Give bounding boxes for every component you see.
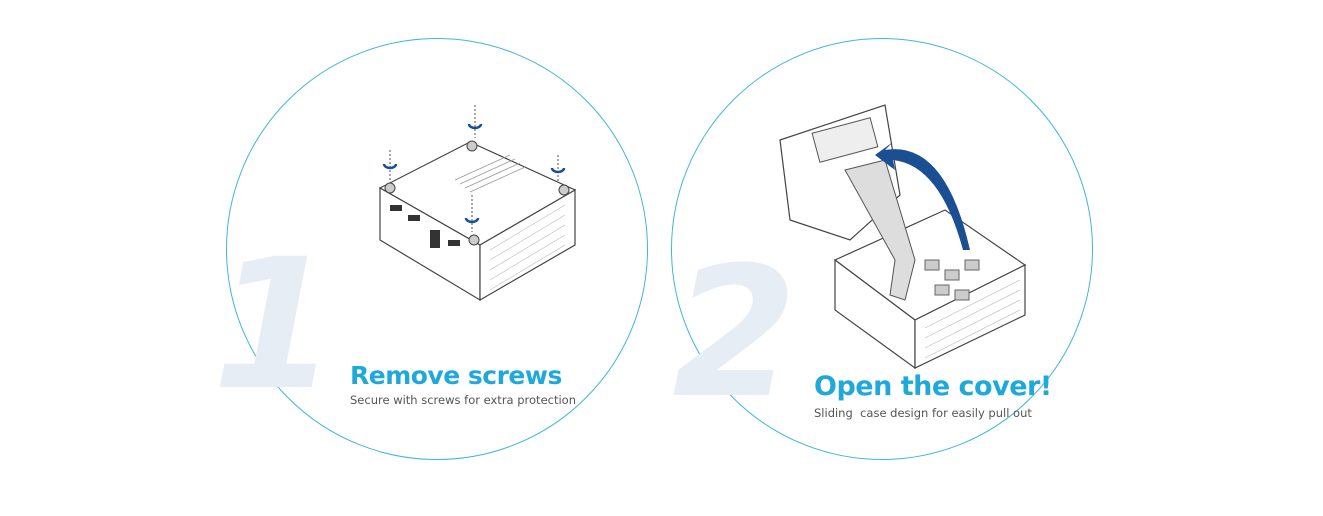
- step-1-subtitle: Secure with screws for extra protection: [350, 393, 576, 407]
- step-2-number: 2: [672, 229, 798, 438]
- step-2-title: Open the cover!: [814, 371, 1052, 402]
- lift-arrow-icon: [875, 142, 970, 250]
- step-1-title: Remove screws: [350, 361, 562, 390]
- step-1-number: 1: [212, 221, 338, 430]
- step-1-circle: [226, 38, 648, 460]
- mini-pc-screws-illustration: [378, 105, 577, 302]
- step-2-subtitle: Sliding case design for easily pull out: [814, 406, 1032, 420]
- mini-pc-open-cover-illustration: [779, 104, 1027, 370]
- screw-rotation-icon: [382, 123, 566, 224]
- step-2-circle: [671, 38, 1093, 460]
